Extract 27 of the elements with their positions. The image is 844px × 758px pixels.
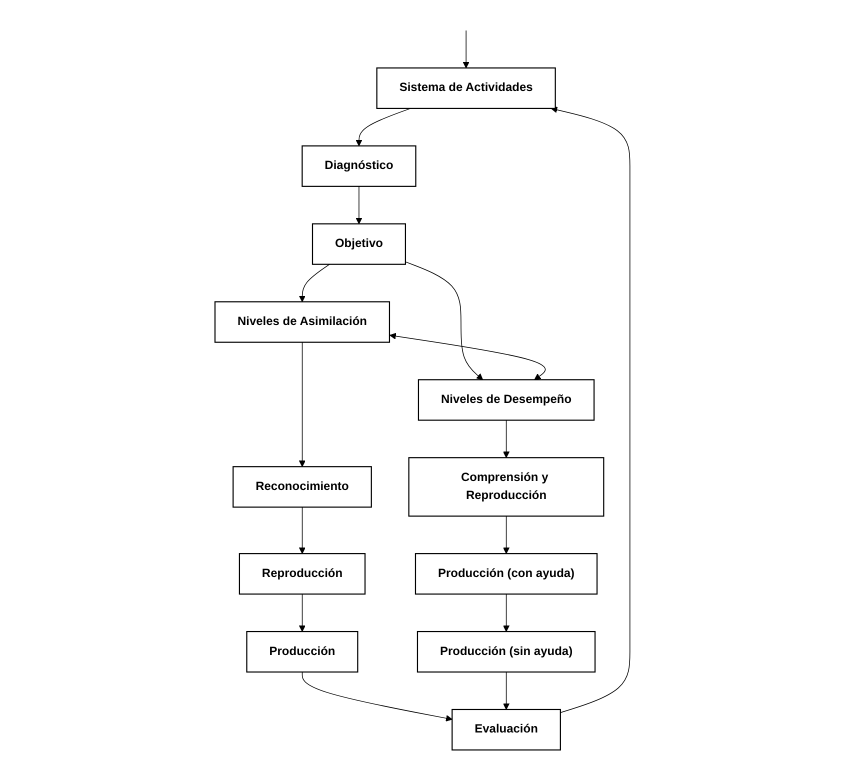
- arrow: [502, 516, 510, 554]
- node-box: Reproducción: [238, 553, 366, 595]
- arrow: [355, 108, 410, 146]
- node-box: Sistema de Actividades: [376, 67, 556, 109]
- node-box: Comprensión y Reproducción: [408, 457, 604, 517]
- node-box: Producción (con ayuda): [414, 553, 598, 595]
- arrow: [298, 506, 306, 554]
- arrow: [502, 672, 510, 710]
- node-box: Niveles de Desempeño: [417, 379, 594, 421]
- node-box: Reconocimiento: [232, 466, 372, 508]
- arrow: [550, 106, 630, 714]
- arrow: [298, 594, 306, 632]
- arrow: [298, 342, 306, 467]
- node-box: Producción (sin ayuda): [416, 631, 596, 673]
- arrow: [298, 264, 330, 302]
- arrow: [355, 186, 362, 224]
- arrow: [404, 261, 483, 380]
- node-box: Niveles de Asimilación: [214, 301, 390, 343]
- node-box: Producción: [246, 631, 358, 673]
- arrow: [462, 30, 469, 68]
- arrow: [389, 332, 546, 380]
- arrow: [502, 594, 510, 632]
- node-box: Evaluación: [451, 708, 560, 751]
- arrow: [502, 420, 510, 458]
- node-box: Diagnóstico: [301, 145, 416, 187]
- arrow: [301, 672, 452, 722]
- node-box: Objetivo: [311, 223, 406, 265]
